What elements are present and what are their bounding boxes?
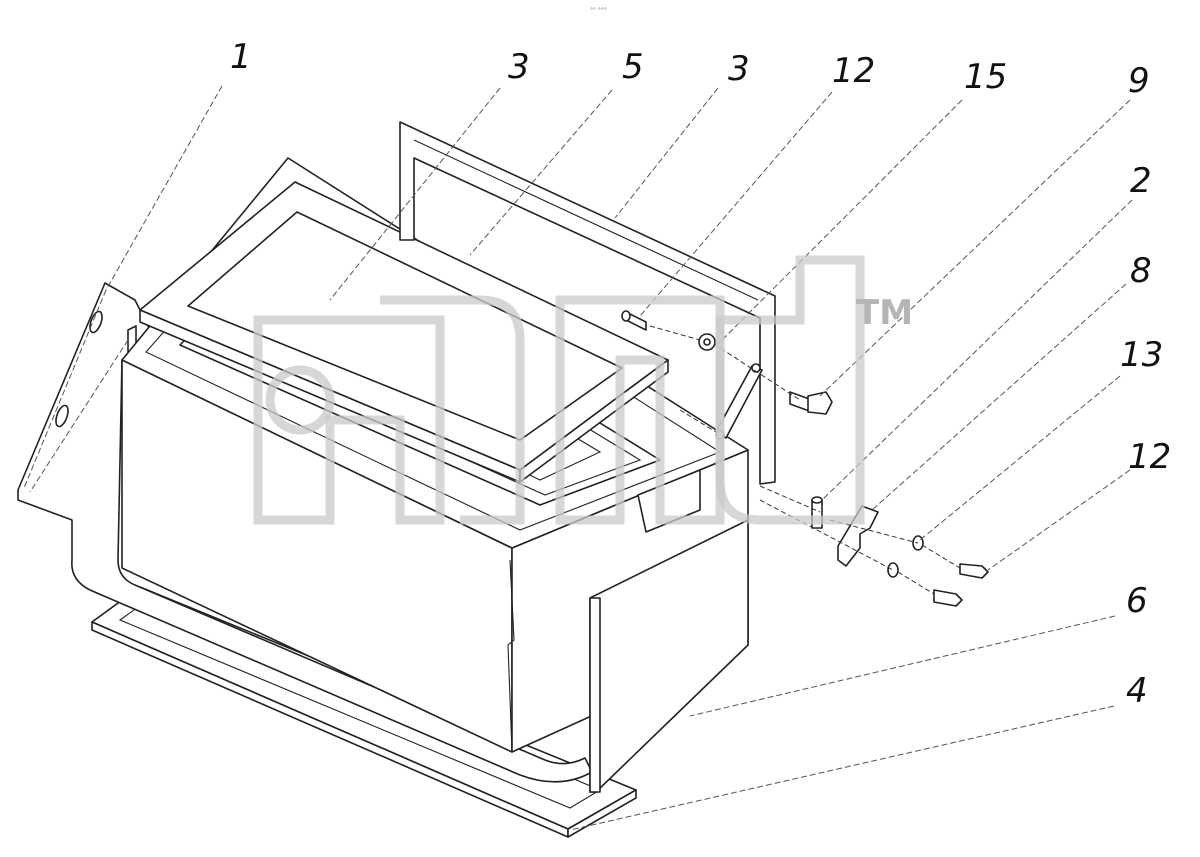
callout-6: 6 [1126, 581, 1148, 621]
leader-lines [23, 85, 1133, 831]
watermark-logo: TM [253, 255, 913, 525]
callout-9: 9 [1128, 61, 1150, 101]
callout-3-left: 3 [508, 47, 530, 87]
callout-5: 5 [622, 47, 644, 87]
callout-12-bottom: 12 [1128, 437, 1171, 477]
callout-13: 13 [1120, 335, 1163, 375]
callout-15: 15 [964, 57, 1007, 97]
hardware [621, 310, 989, 607]
watermark-tm: TM [856, 293, 913, 333]
callout-3-right: 3 [728, 49, 750, 89]
side-cover [589, 469, 749, 793]
header-mark: °° °°° [590, 7, 607, 14]
side-bracket [17, 282, 593, 783]
callout-2: 2 [1130, 161, 1152, 201]
callout-12-top: 12 [832, 51, 875, 91]
callout-4: 4 [1126, 671, 1148, 711]
callout-1: 1 [230, 37, 252, 77]
callout-labels: 1 3 5 3 12 15 9 2 8 13 12 6 4 [230, 37, 1171, 711]
callout-8: 8 [1130, 251, 1152, 291]
